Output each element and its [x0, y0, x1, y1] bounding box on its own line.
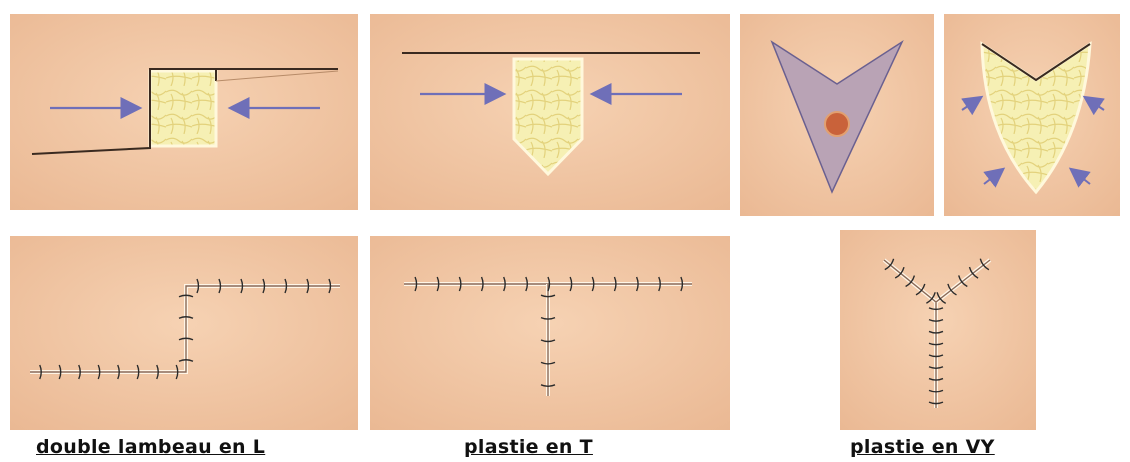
- panel-l-flap-incision: [10, 14, 358, 210]
- panel-t-plasty-incision: [370, 14, 730, 210]
- panel-v-advancement: [944, 14, 1120, 216]
- caption-vy-plasty: plastie en VY: [850, 436, 995, 458]
- fat-exposed-l: [150, 71, 216, 146]
- panel-t-plasty-sutured: [370, 236, 730, 430]
- panel-v-excision: [740, 14, 934, 216]
- panel-l-flap-sutured: [10, 236, 358, 430]
- panel-vy-sutured: [840, 230, 1036, 430]
- lesion: [825, 112, 849, 136]
- caption-t-plasty: plastie en T: [464, 436, 593, 458]
- caption-l-flap: double lambeau en L: [36, 436, 265, 458]
